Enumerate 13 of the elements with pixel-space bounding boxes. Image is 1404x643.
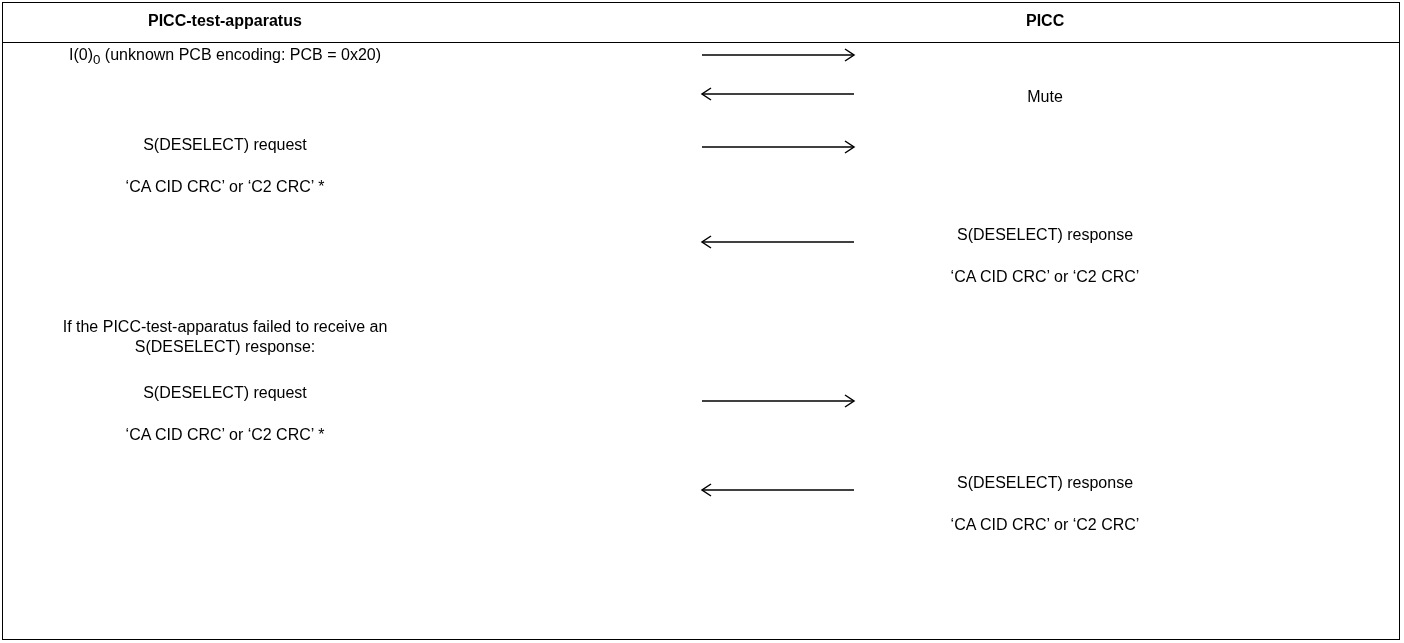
message-name: S(DESELECT) response: [956, 226, 1134, 244]
message-name: S(DESELECT) request: [143, 384, 307, 402]
message-name: S(DESELECT) response: [956, 474, 1134, 492]
message-code: ‘CA CID CRC’ or ‘C2 CRC’ *: [125, 426, 325, 444]
note-text: If the PICC-test-apparatus failed to receive an S(DESELECT) response:: [61, 317, 389, 357]
column-header: PICC: [1026, 12, 1065, 30]
message-text: I(0)$_{0}$ (unknown PCB encoding: PCB = 0x20): [69, 46, 381, 68]
message-code: ‘CA CID CRC’ or ‘C2 CRC’ *: [125, 178, 325, 196]
message-text: Mute: [1027, 88, 1063, 106]
message-code: ‘CA CID CRC’ or ‘C2 CRC’: [950, 268, 1140, 286]
message-name: S(DESELECT) request: [143, 136, 307, 154]
message-code: ‘CA CID CRC’ or ‘C2 CRC’: [950, 516, 1140, 534]
column-header: PICC-test-apparatus: [148, 12, 302, 30]
